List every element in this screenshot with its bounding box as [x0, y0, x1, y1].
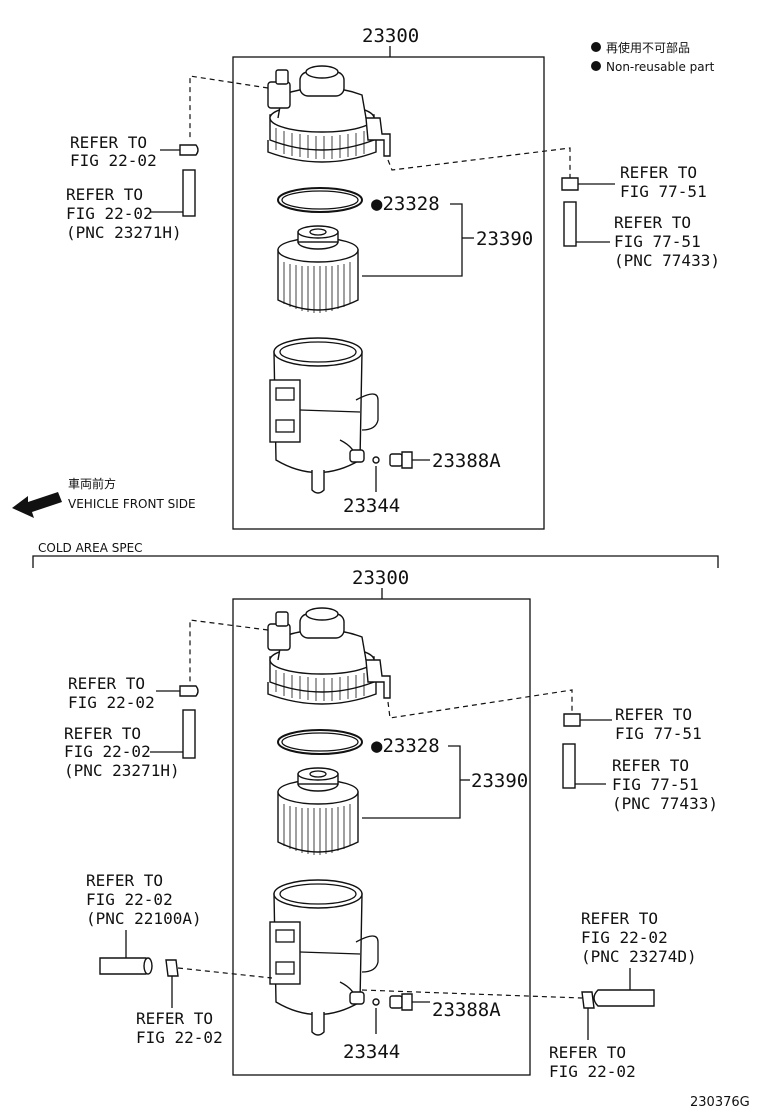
ref-left-fitting-line2: FIG 22-02	[68, 693, 155, 712]
ref-hose-left-line1: REFER TO	[86, 871, 163, 890]
ref-left-pipe-line1: REFER TO	[64, 724, 141, 743]
ref-hose-right-line3: (PNC 23274D)	[581, 947, 697, 966]
part-no-plug: 23388A	[432, 450, 501, 472]
legend-nonreusable-en: Non-reusable part	[606, 60, 715, 74]
ref-left-pipe-line2: FIG 22-02	[66, 204, 153, 223]
section-label: COLD AREA SPEC	[38, 541, 143, 555]
direction-en: VEHICLE FRONT SIDE	[68, 497, 196, 511]
ref-clamp-right-line1: REFER TO	[549, 1043, 626, 1062]
ref-left-pipe-line1: REFER TO	[66, 185, 143, 204]
figure-code: 230376G	[690, 1095, 750, 1110]
part-no-plug: 23388A	[432, 999, 501, 1021]
ref-left-pipe-line3: (PNC 23271H)	[64, 761, 180, 780]
ref-left-fitting-line2: FIG 22-02	[70, 151, 157, 170]
front-arrow-icon	[12, 492, 62, 518]
ref-right-pipe-line3: (PNC 77433)	[612, 794, 718, 813]
ref-right-pipe-line2: FIG 77-51	[614, 232, 701, 251]
ref-left-pipe-line3: (PNC 23271H)	[66, 223, 182, 242]
part-no-assembly: 23300	[352, 567, 409, 589]
part-no-gasket: ●23328	[371, 735, 440, 757]
ref-hose-left-line3: (PNC 22100A)	[86, 909, 202, 928]
part-no-element: 23390	[471, 770, 528, 792]
legend-nonreusable-jp: 再使用不可部品	[606, 40, 690, 55]
ref-right-fitting-line1: REFER TO	[615, 705, 692, 724]
ref-right-fitting-line2: FIG 77-51	[620, 182, 707, 201]
section-divider	[32, 555, 719, 568]
ref-right-fitting-line1: REFER TO	[620, 163, 697, 182]
part-no-oring: 23344	[343, 495, 400, 517]
ref-right-pipe-line1: REFER TO	[614, 213, 691, 232]
ref-clamp-left-line1: REFER TO	[136, 1009, 213, 1028]
nonreusable-dot-icon	[591, 42, 601, 52]
ref-right-pipe-line2: FIG 77-51	[612, 775, 699, 794]
ref-hose-left-line2: FIG 22-02	[86, 890, 173, 909]
top-assembly: 23300 ●23328 23390 23388A 23344 REFER TO…	[66, 25, 720, 530]
ref-clamp-left-line2: FIG 22-02	[136, 1028, 223, 1047]
nonreusable-dot-icon	[591, 61, 601, 71]
assembly-frame	[232, 56, 545, 530]
ref-right-fitting-line2: FIG 77-51	[615, 724, 702, 743]
ref-left-fitting-line1: REFER TO	[70, 133, 147, 152]
ref-right-pipe-line1: REFER TO	[612, 756, 689, 775]
part-no-assembly: 23300	[362, 25, 419, 47]
ref-hose-right-line1: REFER TO	[581, 909, 658, 928]
ref-right-pipe-line3: (PNC 77433)	[614, 251, 720, 270]
ref-left-pipe-line2: FIG 22-02	[64, 742, 151, 761]
part-no-element: 23390	[476, 228, 533, 250]
direction-jp: 車両前方	[68, 476, 116, 491]
ref-hose-right-line2: FIG 22-02	[581, 928, 668, 947]
part-no-gasket: ●23328	[371, 193, 440, 215]
ref-left-fitting-line1: REFER TO	[68, 674, 145, 693]
part-no-oring: 23344	[343, 1041, 400, 1063]
bottom-assembly: 23300 ●23328 23390 23388A 23344 REFER TO…	[64, 567, 718, 1081]
ref-clamp-right-line2: FIG 22-02	[549, 1062, 636, 1081]
